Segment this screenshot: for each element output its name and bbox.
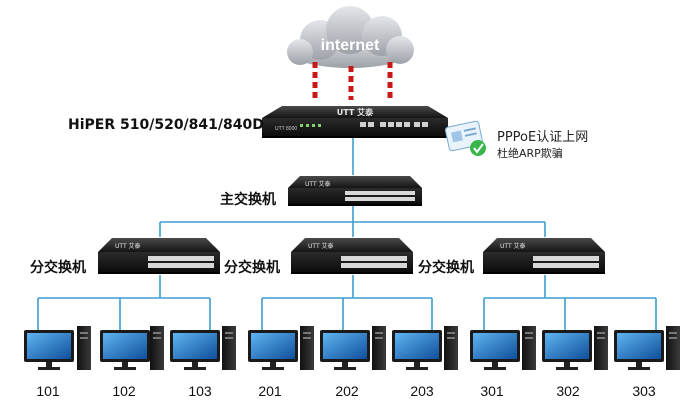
desktop-pc-icon <box>470 326 536 370</box>
router-model: UTT 8000 <box>275 126 297 132</box>
pc-label: 103 <box>188 383 212 399</box>
access-switch-1-label: 分交换机 <box>30 260 86 276</box>
access-switch-3-brand: UTT 艾泰 <box>500 242 526 250</box>
pc-label: 202 <box>335 383 359 399</box>
access-switch-2-label: 分交换机 <box>224 260 280 276</box>
feature-pppoe: PPPoE认证上网 <box>497 130 589 145</box>
desktop-pc-icon <box>542 326 608 370</box>
access-switch-3-label: 分交换机 <box>418 260 474 276</box>
pc-label: 101 <box>36 383 60 399</box>
router-brand: UTT 艾泰 <box>337 107 374 117</box>
cloud-label: internet <box>321 37 380 54</box>
access-switch-2-brand: UTT 艾泰 <box>308 242 334 250</box>
feature-arp: 杜绝ARP欺骗 <box>497 147 563 160</box>
access-switch-1-brand: UTT 艾泰 <box>115 242 141 250</box>
cloud-icon <box>287 6 414 68</box>
desktop-pc-icon <box>392 326 458 370</box>
pc-group <box>24 326 680 370</box>
core-switch-label: 主交换机 <box>220 192 276 208</box>
desktop-pc-icon <box>614 326 680 370</box>
desktop-pc-icon <box>320 326 386 370</box>
desktop-pc-icon <box>24 326 91 370</box>
lan-links <box>37 135 657 330</box>
pc-label: 301 <box>480 383 504 399</box>
pc-label: 102 <box>112 383 136 399</box>
pc-label: 302 <box>556 383 580 399</box>
router-icon <box>262 106 448 138</box>
access-switch-2-icon <box>291 238 413 274</box>
core-switch-brand: UTT 艾泰 <box>305 180 331 188</box>
desktop-pc-icon <box>248 326 314 370</box>
core-switch-icon <box>288 176 422 206</box>
wan-links <box>312 62 393 100</box>
desktop-pc-icon <box>170 326 236 370</box>
pc-label: 201 <box>258 383 282 399</box>
access-switch-3-icon <box>483 238 605 274</box>
access-switch-1-icon <box>98 238 220 274</box>
router-label: HiPER 510/520/841/840D <box>68 117 264 133</box>
pc-label: 203 <box>410 383 434 399</box>
pc-label: 303 <box>632 383 656 399</box>
desktop-pc-icon <box>100 326 164 370</box>
check-icon <box>470 140 486 156</box>
